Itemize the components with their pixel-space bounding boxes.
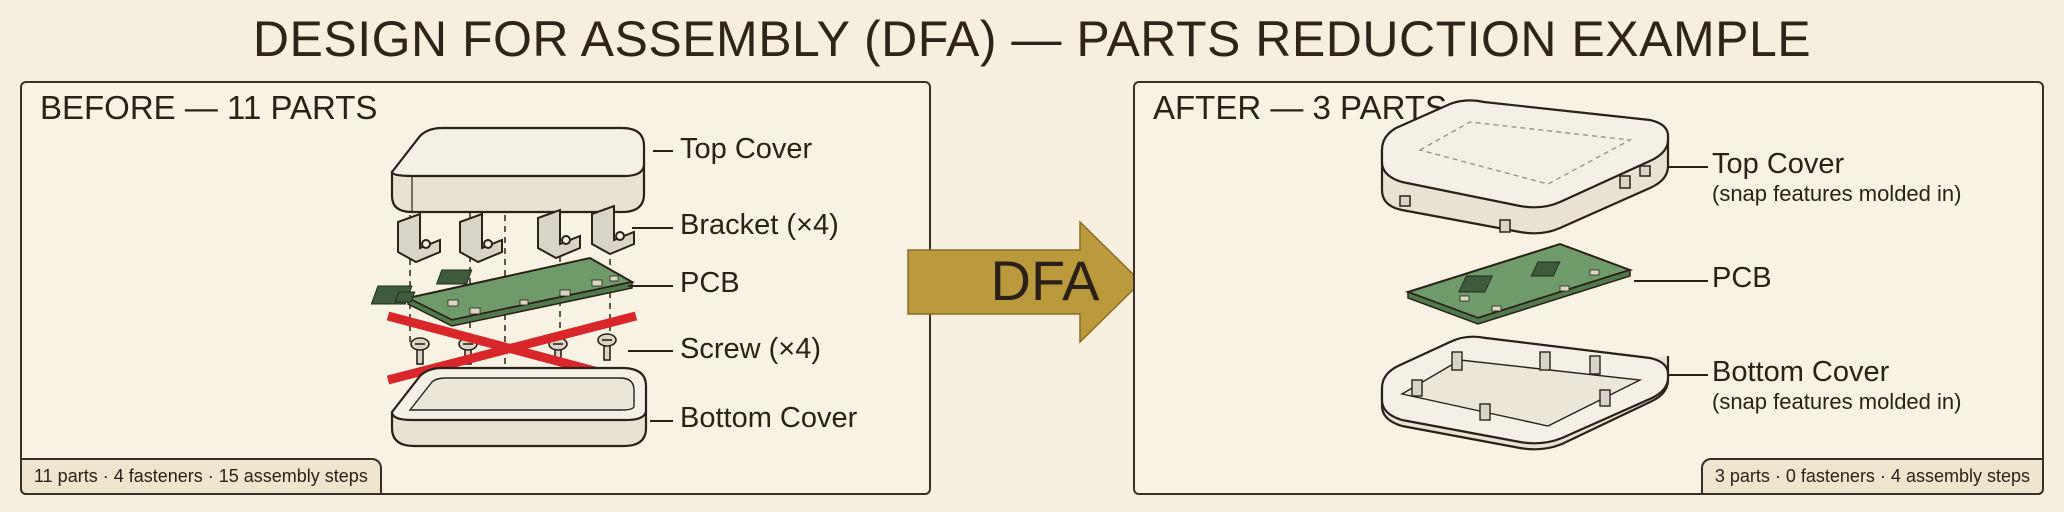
leader-pcb-before [628, 285, 673, 287]
leader-screw [628, 350, 673, 352]
leader-bottom-cover-after [1668, 374, 1708, 376]
page-title: DESIGN FOR ASSEMBLY (DFA) — PARTS REDUCT… [252, 11, 1812, 67]
before-label-bottom-cover: Bottom Cover [680, 402, 858, 434]
after-label-top-cover-note: (snap features molded in) [1712, 181, 1962, 206]
after-top-cover-art [1380, 99, 1670, 235]
after-bottom-cover-art [1380, 335, 1670, 451]
before-pcb-art [370, 256, 635, 327]
dfa-arrow-label: DFA [990, 249, 1100, 312]
after-label-pcb: PCB [1712, 262, 1772, 294]
leader-bracket [632, 227, 673, 229]
after-label-bottom-cover-note: (snap features molded in) [1712, 389, 1962, 414]
before-top-cover-art [390, 126, 646, 214]
leader-bottom-cover-before [650, 420, 673, 422]
before-bottom-cover-art [390, 366, 648, 448]
before-brackets-art [397, 204, 635, 264]
before-heading: BEFORE — 11 PARTS [40, 89, 378, 126]
leader-top-cover-after [1668, 166, 1708, 168]
before-label-bracket: Bracket (×4) [680, 209, 839, 241]
before-label-top-cover: Top Cover [680, 133, 813, 165]
leader-pcb-after [1634, 280, 1708, 282]
after-heading: AFTER — 3 PARTS [1153, 89, 1448, 126]
before-stats: 11 parts · 4 fasteners · 15 assembly ste… [20, 458, 382, 495]
after-label-top-cover: Top Cover [1712, 148, 1845, 180]
after-label-bottom-cover: Bottom Cover [1712, 356, 1890, 388]
after-stats: 3 parts · 0 fasteners · 4 assembly steps [1700, 458, 2044, 495]
before-label-screw: Screw (×4) [680, 333, 822, 365]
leader-top-cover-before [653, 150, 673, 152]
after-pcb-art [1404, 242, 1634, 325]
before-label-pcb: PCB [680, 267, 740, 299]
